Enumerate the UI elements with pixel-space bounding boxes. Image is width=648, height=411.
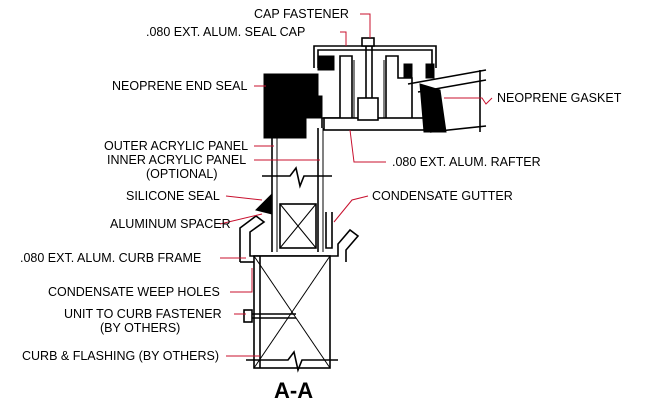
- leader-spacer: [219, 213, 263, 225]
- label-outer-panel: OUTER ACRYLIC PANEL: [104, 139, 248, 153]
- curb-fastener-head: [243, 309, 253, 323]
- section-title: A-A: [274, 378, 313, 403]
- label-curb-frame: .080 EXT. ALUM. CURB FRAME: [20, 251, 201, 265]
- label-curb-flashing: CURB & FLASHING (BY OTHERS): [22, 349, 219, 363]
- leader-gasket: [444, 97, 493, 105]
- rafter-assembly: [313, 37, 487, 133]
- leader-silicone: [225, 195, 263, 201]
- label-inner-panel: INNER ACRYLIC PANEL: [107, 153, 246, 167]
- cap-gasket-end: [317, 55, 335, 71]
- spacer-x2: [279, 203, 317, 249]
- label-silicone-seal: SILICONE SEAL: [126, 189, 220, 203]
- leader-cap-fastener: [360, 13, 371, 38]
- curb-break-symbol: [246, 350, 338, 373]
- label-condensate-gutter: CONDENSATE GUTTER: [372, 189, 513, 203]
- leader-condensate-gutter: [333, 195, 369, 223]
- leader-rafter: [349, 129, 386, 163]
- leader-weep-holes: [230, 268, 253, 293]
- curb-x2: [253, 255, 331, 369]
- cap-fastener-head: [361, 37, 375, 47]
- label-curb-fastener-note: (BY OTHERS): [100, 321, 180, 335]
- panel-assembly: [255, 73, 332, 252]
- label-rafter: .080 EXT. ALUM. RAFTER: [392, 155, 541, 169]
- condensate-gutter: [325, 212, 333, 249]
- label-aluminum-spacer: ALUMINUM SPACER: [110, 217, 231, 231]
- label-seal-cap: .080 EXT. ALUM. SEAL CAP: [146, 25, 305, 39]
- panel-break-symbol: [262, 166, 332, 189]
- label-inner-panel-note: (OPTIONAL): [146, 167, 218, 181]
- adjacent-panel-top: [407, 69, 487, 85]
- label-weep-holes: CONDENSATE WEEP HOLES: [48, 285, 220, 299]
- curb-and-flashing: [243, 255, 338, 373]
- cap-gasket-left: [403, 63, 413, 79]
- neoprene-end-seal: [263, 73, 323, 139]
- label-cap-fastener: CAP FASTENER: [254, 7, 349, 21]
- rafter-web: [357, 97, 379, 121]
- leader-seal-cap: [340, 31, 347, 46]
- silicone-seal: [255, 192, 273, 215]
- labels: CAP FASTENER .080 EXT. ALUM. SEAL CAP NE…: [20, 7, 622, 403]
- leader-lines: [219, 13, 493, 357]
- label-end-seal: NEOPRENE END SEAL: [112, 79, 248, 93]
- label-curb-fastener: UNIT TO CURB FASTENER: [64, 307, 222, 321]
- label-gasket: NEOPRENE GASKET: [497, 91, 622, 105]
- neoprene-gasket: [419, 83, 447, 133]
- cap-gasket-right: [425, 63, 435, 79]
